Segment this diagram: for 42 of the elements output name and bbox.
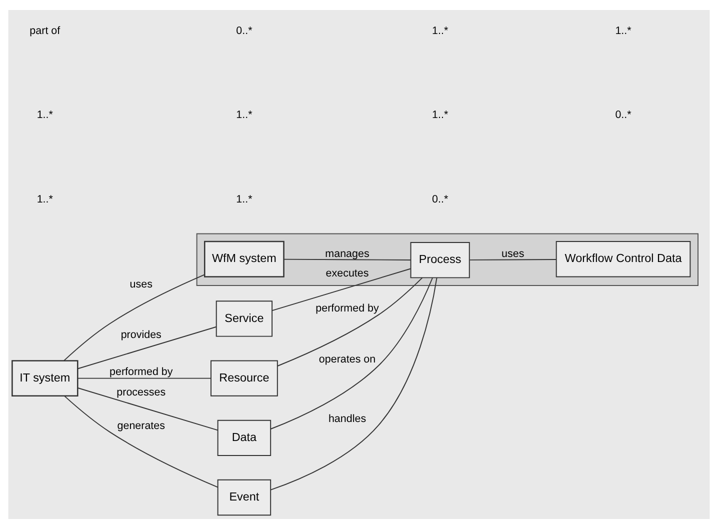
node-box: IT system [12,360,78,396]
connector [78,377,212,378]
label: 1..* [36,192,53,205]
connector [270,276,434,429]
node-box: Resource [210,360,278,396]
connector [283,258,412,260]
connector [469,258,557,260]
connector [272,268,411,311]
node-box: Service [216,300,273,336]
node-box: Process [410,242,470,278]
label: 1..* [615,24,632,37]
node-box: Event [217,478,272,516]
edge-label: performed by [110,366,173,378]
edge-label: generates [117,419,166,432]
label: 0..* [236,24,252,37]
edge-label: manages [325,247,370,260]
edge-label: handles [328,412,366,425]
label: 1..* [432,24,448,37]
edge-label: operates on [318,352,376,365]
connector [270,276,438,490]
cluster [196,232,698,286]
edge-label: uses [130,278,152,290]
label: 1..* [236,192,252,205]
connector [277,276,423,366]
connector [78,387,218,430]
label: 0..* [432,192,448,205]
connector [78,326,217,369]
node-box: Workflow Control Data [556,240,691,277]
label: 1..* [36,108,53,121]
label: 1..* [236,108,252,121]
edge-label: provides [120,328,162,341]
edge-label: executes [326,267,369,280]
node-box: Data [217,419,272,456]
connector [63,274,205,361]
edge-label: processes [116,386,166,398]
edge-label: performed by [316,302,379,314]
edge-label: uses [502,247,524,260]
label: 0..* [615,108,632,121]
label: part of [30,24,60,37]
node-box: WfM system [204,240,284,277]
label: 1..* [432,108,448,121]
connector [64,395,218,488]
